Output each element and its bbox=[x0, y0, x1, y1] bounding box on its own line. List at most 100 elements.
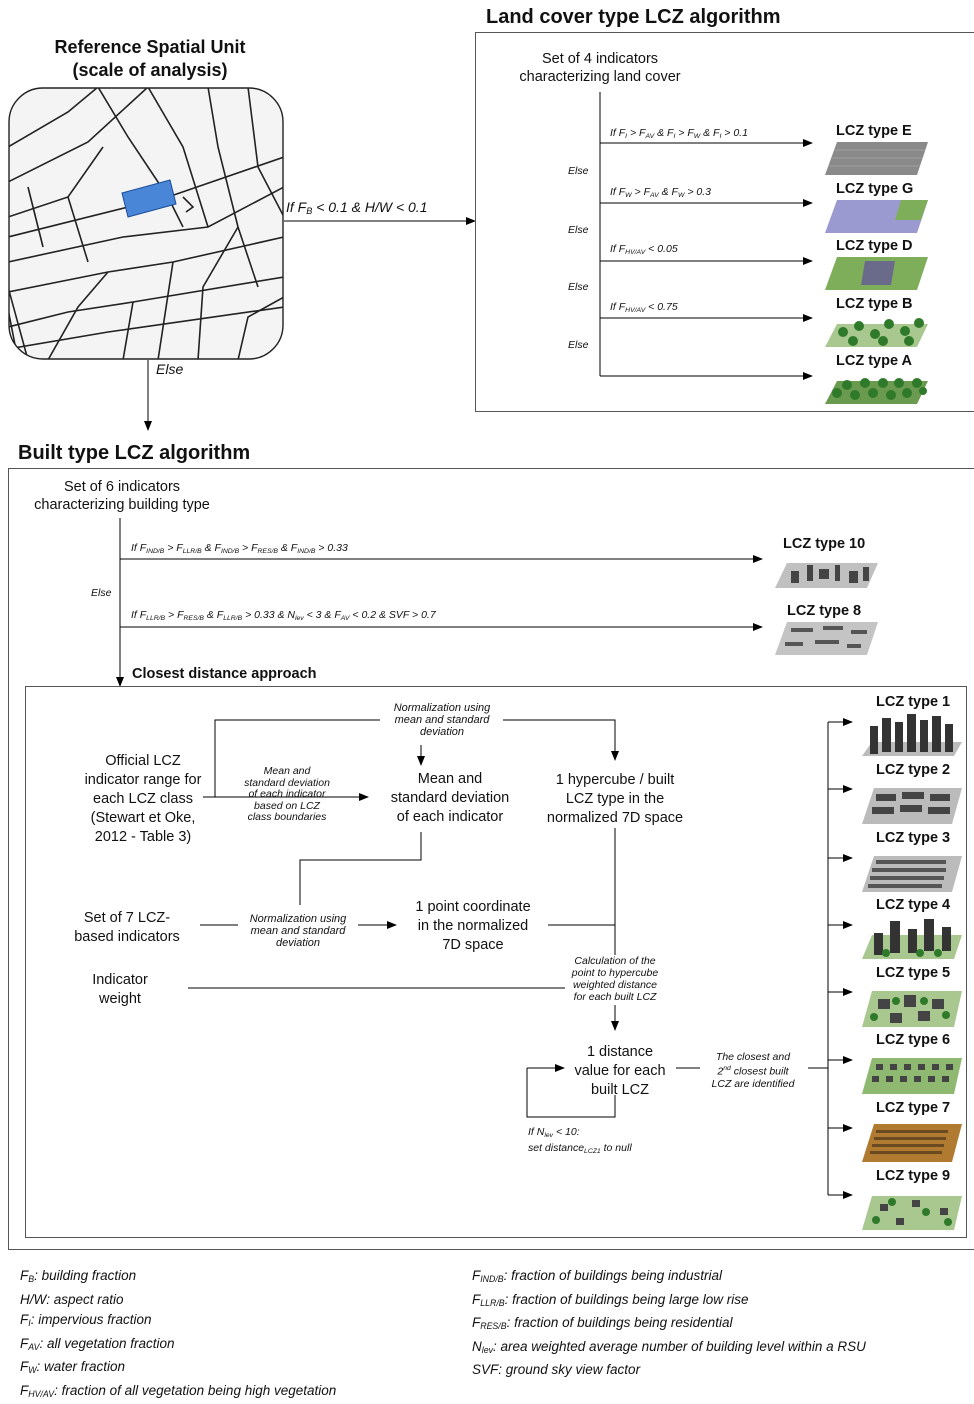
rsu-title-line1: Reference Spatial Unit bbox=[0, 36, 300, 59]
dist-line: 1 distance bbox=[560, 1043, 680, 1062]
lcz-e-label: LCZ type E bbox=[836, 123, 912, 139]
legend-nlev: Nlev: area weighted average number of bu… bbox=[472, 1337, 866, 1361]
land-cover-else-1: Else bbox=[568, 165, 588, 177]
rsu-map bbox=[8, 87, 284, 360]
lcz-3-label: LCZ type 3 bbox=[876, 830, 950, 846]
legend-fav: FAV: all vegetation fraction bbox=[20, 1334, 336, 1358]
lcz-a-image bbox=[825, 371, 928, 404]
nlev-action: set distanceLCZ1 to null bbox=[528, 1142, 632, 1155]
hyper-line: normalized 7D space bbox=[530, 809, 700, 828]
lcz-8-label: LCZ type 8 bbox=[787, 603, 861, 619]
closest-distance-title: Closest distance approach bbox=[132, 666, 317, 682]
calc-line: Calculation of the bbox=[556, 955, 674, 967]
point-coordinate: 1 point coordinate in the normalized 7D … bbox=[396, 898, 550, 955]
land-cover-condition: If FB < 0.1 & H/W < 0.1 bbox=[286, 199, 427, 216]
rule-8-condition: If FLLR/B > FRES/B & FLLR/B > 0.33 & Nle… bbox=[131, 609, 436, 622]
lcz-a-label: LCZ type A bbox=[836, 353, 912, 369]
norm-line: mean and standard bbox=[238, 925, 358, 937]
note-line: of each indicator bbox=[228, 789, 346, 801]
point-line: in the normalized bbox=[396, 917, 550, 936]
official-line: 2012 - Table 3) bbox=[68, 828, 218, 847]
official-line: (Stewart et Oke, bbox=[68, 809, 218, 828]
mean-line: standard deviation bbox=[370, 789, 530, 808]
lcz-6-label: LCZ type 6 bbox=[876, 1032, 950, 1048]
lcz-1-label: LCZ type 1 bbox=[876, 694, 950, 710]
rule-10-condition: If FIND/B > FLLR/B & FIND/B > FRES/B & F… bbox=[131, 542, 348, 555]
lcz-b-label: LCZ type B bbox=[836, 296, 913, 312]
legend-fhvav: FHV/AV: fraction of all vegetation being… bbox=[20, 1381, 336, 1404]
rsu-title-line2: (scale of analysis) bbox=[0, 59, 300, 82]
closest-line: LCZ are identified bbox=[694, 1078, 812, 1090]
mean-sd-note: Mean and standard deviation of each indi… bbox=[228, 766, 346, 824]
lcz-5-label: LCZ type 5 bbox=[876, 965, 950, 981]
built-intro-line1: Set of 6 indicators bbox=[12, 478, 232, 496]
mean-sd-box: Mean and standard deviation of each indi… bbox=[370, 770, 530, 827]
hyper-line: LCZ type in the bbox=[530, 790, 700, 809]
mean-line: Mean and bbox=[370, 770, 530, 789]
lcz-4-image bbox=[862, 915, 962, 959]
set-of-7-indicators: Set of 7 LCZ- based indicators bbox=[52, 909, 202, 947]
legend-right: FIND/B: fraction of buildings being indu… bbox=[472, 1266, 866, 1381]
built-title: Built type LCZ algorithm bbox=[18, 442, 250, 465]
official-line: indicator range for bbox=[68, 771, 218, 790]
lcz-6-image bbox=[862, 1050, 962, 1094]
lcz-d-label: LCZ type D bbox=[836, 238, 913, 254]
legend-fb: FB: building fraction bbox=[20, 1266, 336, 1290]
legend-fw: FW: water fraction bbox=[20, 1357, 336, 1381]
land-cover-title: Land cover type LCZ algorithm bbox=[486, 6, 780, 29]
lcz-9-label: LCZ type 9 bbox=[876, 1168, 950, 1184]
closest-line: 2nd closest built bbox=[694, 1063, 812, 1078]
land-cover-intro: Set of 4 indicators characterizing land … bbox=[492, 50, 708, 86]
lcz-4-label: LCZ type 4 bbox=[876, 897, 950, 913]
rule-d-condition: If FHV/AV < 0.05 bbox=[610, 243, 678, 256]
rule-g-condition: If FW > FAV & FW > 0.3 bbox=[610, 186, 711, 199]
normalization-mid: Normalization using mean and standard de… bbox=[238, 913, 358, 949]
legend-fi: FI: impervious fraction bbox=[20, 1310, 336, 1334]
point-line: 7D space bbox=[396, 936, 550, 955]
dist-line: value for each bbox=[560, 1062, 680, 1081]
rule-e-condition: If FI > FAV & FI > FW & FI > 0.1 bbox=[610, 127, 748, 140]
built-intro-line2: characterizing building type bbox=[12, 496, 232, 514]
norm-line: deviation bbox=[238, 937, 358, 949]
calc-line: weighted distance bbox=[556, 979, 674, 991]
lcz-8-image bbox=[775, 622, 878, 655]
set7-line: based indicators bbox=[52, 928, 202, 947]
lcz-1-image bbox=[862, 712, 962, 756]
calculation-note: Calculation of the point to hypercube we… bbox=[556, 955, 674, 1003]
lcz-3-image bbox=[862, 848, 962, 892]
lcz-e-image bbox=[825, 142, 928, 175]
lcz-7-image bbox=[862, 1118, 962, 1162]
legend-find: FIND/B: fraction of buildings being indu… bbox=[472, 1266, 866, 1290]
mean-line: of each indicator bbox=[370, 808, 530, 827]
norm-line: mean and standard bbox=[378, 714, 506, 726]
hyper-line: 1 hypercube / built bbox=[530, 771, 700, 790]
note-line: Mean and bbox=[228, 766, 346, 778]
lcz-9-image bbox=[862, 1186, 962, 1230]
built-intro: Set of 6 indicators characterizing build… bbox=[12, 478, 232, 514]
land-cover-else-3: Else bbox=[568, 281, 588, 293]
land-cover-intro-line1: Set of 4 indicators bbox=[492, 50, 708, 68]
nlev-rule: If Nlev < 10: bbox=[528, 1126, 580, 1139]
rsu-title: Reference Spatial Unit (scale of analysi… bbox=[0, 36, 300, 82]
norm-line: Normalization using bbox=[378, 702, 506, 714]
indicator-weight: Indicator weight bbox=[60, 971, 180, 1009]
norm-line: deviation bbox=[378, 726, 506, 738]
lcz-g-image bbox=[825, 200, 928, 233]
lcz-5-image bbox=[862, 983, 962, 1027]
normalization-top: Normalization using mean and standard de… bbox=[378, 702, 506, 738]
lcz-10-image bbox=[775, 555, 878, 588]
rule-b-condition: If FHV/AV < 0.75 bbox=[610, 301, 678, 314]
lcz-2-label: LCZ type 2 bbox=[876, 762, 950, 778]
hypercube-box: 1 hypercube / built LCZ type in the norm… bbox=[530, 771, 700, 828]
lcz-7-label: LCZ type 7 bbox=[876, 1100, 950, 1116]
dist-line: built LCZ bbox=[560, 1081, 680, 1100]
lcz-g-label: LCZ type G bbox=[836, 181, 913, 197]
calc-line: for each built LCZ bbox=[556, 991, 674, 1003]
point-line: 1 point coordinate bbox=[396, 898, 550, 917]
norm-line: Normalization using bbox=[238, 913, 358, 925]
land-cover-else-4: Else bbox=[568, 339, 588, 351]
built-else: Else bbox=[91, 587, 111, 599]
official-line: Official LCZ bbox=[68, 752, 218, 771]
note-line: class boundaries bbox=[228, 812, 346, 824]
land-cover-intro-line2: characterizing land cover bbox=[492, 68, 708, 86]
